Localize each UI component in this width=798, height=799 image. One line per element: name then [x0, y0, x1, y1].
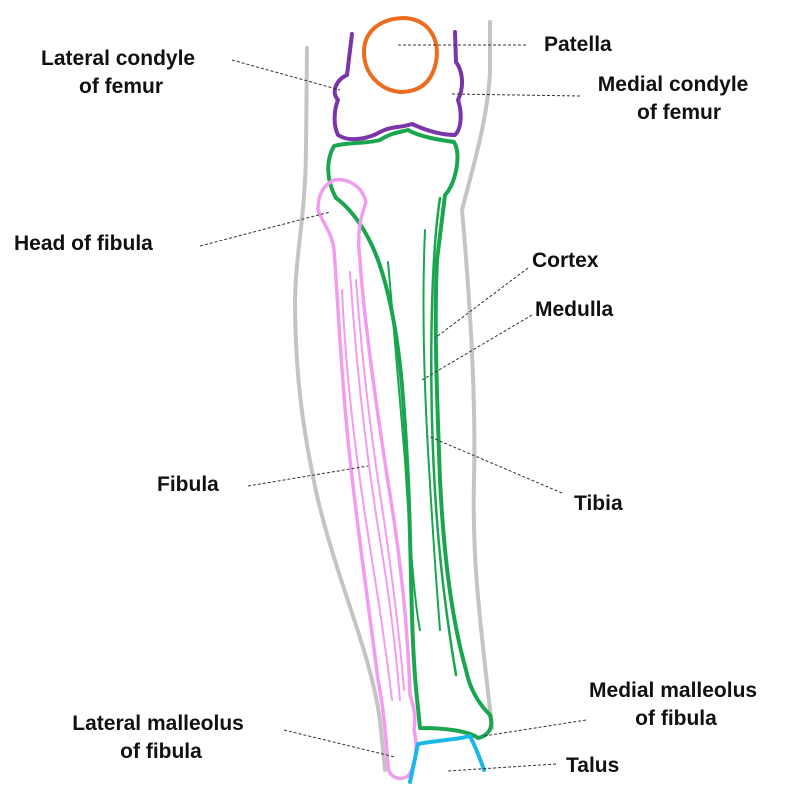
label-talus-line-1: Talus: [566, 754, 619, 777]
label-medial-malleolus-line-2: of fibula: [635, 707, 717, 730]
talus-outline: [408, 734, 486, 784]
leg-outline: [293, 20, 494, 772]
label-tibia-line-1: Tibia: [574, 492, 623, 515]
fibula-inner-line-3: [355, 279, 405, 691]
label-lateral-malleolus-line-1: Lateral malleolus: [72, 712, 244, 735]
patella: [362, 16, 439, 94]
fibula-outline: [316, 177, 418, 781]
leader-lateral-malleolus: [283, 729, 396, 758]
label-talus: Talus: [566, 754, 619, 777]
leader-tibia: [427, 435, 563, 494]
label-medial-condyle-line-1: Medial condyle: [598, 73, 749, 96]
patella-outline: [362, 16, 439, 94]
label-lateral-malleolus: Lateral malleolus of fibula: [72, 712, 249, 763]
label-medial-malleolus-line-1: Medial malleolus: [589, 679, 757, 702]
label-patella-line-1: Patella: [544, 33, 612, 56]
label-medial-condyle: Medial condyle of femur: [598, 73, 754, 124]
label-cortex-line-1: Cortex: [532, 249, 599, 272]
label-medial-malleolus: Medial malleolus of fibula: [589, 679, 763, 730]
leader-medial-condyle: [451, 93, 581, 97]
label-patella: Patella: [544, 33, 612, 56]
leg-outline-left: [293, 46, 387, 772]
leader-lines: [199, 44, 587, 772]
label-lateral-condyle-line-1: Lateral condyle: [41, 47, 195, 70]
talus: [408, 734, 486, 784]
leg-outline-right: [460, 20, 494, 730]
tibia-medulla-line-lateral: [387, 261, 421, 631]
label-medial-condyle-line-2: of femur: [637, 101, 721, 124]
label-lateral-condyle: Lateral condyle of femur: [41, 47, 201, 98]
label-head-of-fibula: Head of fibula: [14, 232, 153, 255]
leader-lateral-condyle: [231, 59, 341, 91]
tibia-outline: [326, 128, 494, 740]
label-lateral-condyle-line-2: of femur: [79, 75, 163, 98]
label-medulla-line-1: Medulla: [535, 298, 613, 321]
leader-head-of-fibula: [199, 211, 331, 247]
tibia-inner-cortex: [430, 196, 458, 677]
leader-cortex: [434, 267, 529, 339]
label-medulla: Medulla: [535, 298, 613, 321]
femur-condyles-outline: [332, 30, 465, 142]
labels: Lateral condyle of femur Patella Medial …: [14, 33, 763, 777]
tibia: [326, 128, 494, 740]
label-fibula: Fibula: [157, 473, 219, 496]
label-fibula-line-1: Fibula: [157, 473, 219, 496]
fibula: [316, 177, 418, 781]
fibula-inner-line-1: [341, 289, 393, 701]
leader-talus: [447, 763, 557, 772]
label-tibia: Tibia: [574, 492, 623, 515]
leader-medial-malleolus: [483, 719, 587, 737]
leader-fibula: [247, 465, 369, 487]
femur: [332, 30, 465, 142]
label-cortex: Cortex: [532, 249, 599, 272]
tibia-medulla-line: [422, 229, 441, 631]
label-head-of-fibula-line-1: Head of fibula: [14, 232, 153, 255]
label-lateral-malleolus-line-2: of fibula: [120, 740, 202, 763]
leader-medulla: [421, 314, 533, 381]
fibula-inner-line-2: [349, 271, 401, 701]
